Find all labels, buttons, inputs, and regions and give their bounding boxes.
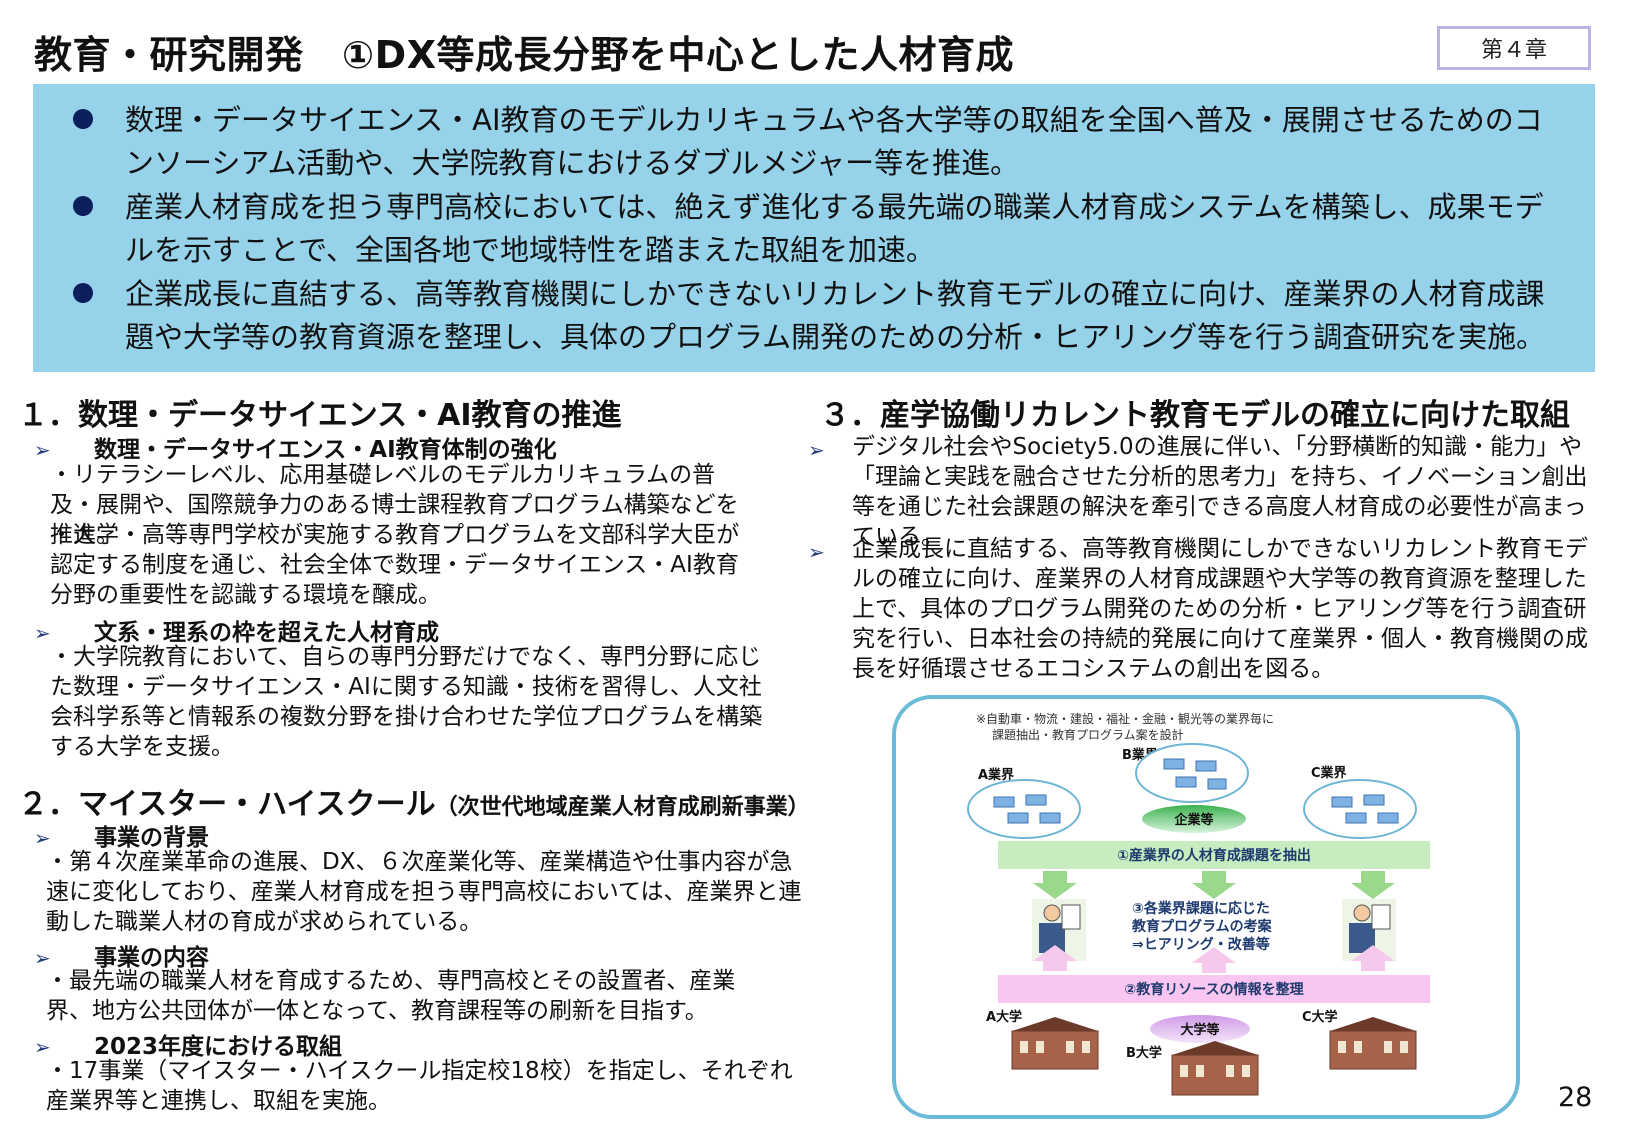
section3-para2: 企業成長に直結する、高等教育機関にしかできないリカレント教育モデルの確立に向け、… — [852, 536, 1588, 682]
section2-sub1: ➢ 事業の背景 — [34, 818, 209, 852]
industry-b-cloud — [1135, 743, 1249, 803]
section1-para1: ・リテラシーレベル、応用基礎レベルのモデルカリキュラムの普及・展開や、国際競争力… — [50, 462, 739, 548]
universities-ellipse — [1150, 1015, 1250, 1043]
bullet-icon — [73, 283, 93, 303]
diagram-svg: ※自動車・物流・建設・福祉・金融・観光等の業界毎に 課題抽出・教育プログラム案を… — [967, 711, 1430, 1096]
section1-sub1: ➢ 数理・データサイエンス・AI教育体制の強化 — [34, 430, 557, 464]
section1-para2: ・大学・高等専門学校が実施する教育プログラムを文部科学大臣が認定する制度を通じ、… — [50, 522, 740, 608]
sub-heading-text: 事業の背景 — [94, 825, 209, 851]
diagram-note-1: ※自動車・物流・建設・福祉・金融・観光等の業界毎に — [976, 711, 1274, 726]
section2-heading: ２．マイスター・ハイスクール（次世代地域産業人材育成刷新事業） — [18, 779, 810, 823]
arrow-bullet-icon: ➢ — [34, 438, 51, 462]
section2-para1: ・第４次産業革命の進展、DX、６次産業化等、産業構造や仕事内容が急速に変化してお… — [46, 849, 802, 935]
section3-para1: デジタル社会やSociety5.0の進展に伴い、「分野横断的知識・能力」や「理論… — [852, 434, 1588, 550]
band-organize-resources — [998, 975, 1430, 1003]
arrow-bullet-icon: ➢ — [34, 826, 51, 850]
univ-a-label: A大学 — [986, 1009, 1022, 1025]
section2-heading-note: （次世代地域産業人材育成刷新事業） — [435, 795, 810, 820]
diagram-note-2: 課題抽出・教育プログラム案を設計 — [992, 727, 1184, 742]
center-text-3: ⇒ヒアリング・改善等 — [1132, 936, 1270, 953]
sub-heading-text: 文系・理系の枠を超えた人材育成 — [94, 620, 439, 646]
summary-text: 数理・データサイエンス・AI教育のモデルカリキュラムや各大学等の取組を全国へ普及… — [125, 103, 1543, 180]
arrow-bullet-icon: ➢ — [34, 946, 51, 970]
companies-label: 企業等 — [1173, 812, 1213, 828]
universities-label: 大学等 — [1180, 1022, 1219, 1038]
university-c-icon — [1329, 1017, 1417, 1070]
center-text-1: ③各業界課題に応じた — [1132, 900, 1270, 917]
summary-text: 企業成長に直結する、高等教育機関にしかできないリカレント教育モデルの確立に向け、… — [125, 277, 1546, 354]
arrow-bullet-icon: ➢ — [34, 621, 51, 645]
bullet-icon — [73, 196, 93, 216]
section2-para3: ・17事業（マイスター・ハイスクール指定校18校）を指定し、それぞれ産業界等と連… — [46, 1058, 793, 1114]
down-arrow-icons — [1033, 871, 1395, 899]
section3-heading: ３．産学協働リカレント教育モデルの確立に向けた取組 — [820, 398, 1570, 433]
section2-heading-text: ２．マイスター・ハイスクール — [18, 787, 436, 822]
section2-sub2: ➢ 事業の内容 — [34, 938, 209, 972]
industry-c-label: C業界 — [1311, 765, 1347, 781]
arrow-bullet-icon: ➢ — [34, 1035, 51, 1059]
summary-box: 数理・データサイエンス・AI教育のモデルカリキュラムや各大学等の取組を全国へ普及… — [33, 84, 1595, 372]
page-number: 28 — [1558, 1082, 1593, 1113]
band1-label: ①産業界の人材育成課題を抽出 — [1117, 847, 1311, 864]
univ-c-label: C大学 — [1302, 1009, 1338, 1025]
section1-sub2: ➢ 文系・理系の枠を超えた人材育成 — [34, 613, 439, 647]
center-text-2: 教育プログラムの考案 — [1132, 918, 1273, 935]
university-a-icon — [1011, 1017, 1099, 1070]
page-title: 教育・研究開発 ①DX等成長分野を中心とした人材育成 — [34, 33, 1015, 77]
univ-b-label: B大学 — [1126, 1045, 1162, 1061]
industry-c-cloud — [1303, 779, 1417, 839]
sub-heading-text: 事業の内容 — [94, 945, 209, 971]
sub-heading-text: 数理・データサイエンス・AI教育体制の強化 — [94, 437, 557, 463]
chapter-badge: 第４章 — [1437, 26, 1591, 70]
section2-para2: ・最先端の職業人材を育成するため、専門高校とその設置者、産業界、地方公共団体が一… — [46, 968, 736, 1024]
arrow-bullet-icon: ➢ — [808, 540, 825, 564]
diagram-frame: ※自動車・物流・建設・福祉・金融・観光等の業界毎に 課題抽出・教育プログラム案を… — [892, 695, 1520, 1119]
section1-para3: ・大学院教育において、自らの専門分野だけでなく、専門分野に応じた数理・データサイ… — [50, 644, 763, 760]
university-b-icon — [1171, 1041, 1259, 1096]
band-extract-issues — [998, 841, 1430, 869]
section2-sub3: ➢ 2023年度における取組 — [34, 1027, 342, 1061]
bullet-icon — [73, 109, 93, 129]
section1-heading: １．数理・データサイエンス・AI教育の推進 — [18, 398, 622, 433]
industry-a-cloud — [967, 779, 1081, 839]
arrow-bullet-icon: ➢ — [808, 438, 825, 462]
company-building-icons — [993, 758, 1399, 824]
sub-heading-text: 2023年度における取組 — [94, 1034, 343, 1060]
companies-ellipse — [1142, 805, 1246, 833]
industry-a-label: A業界 — [978, 767, 1014, 783]
up-arrow-icons — [1033, 945, 1395, 973]
summary-text: 産業人材育成を担う専門高校においては、絶えず進化する最先端の職業人材育成システム… — [125, 190, 1544, 267]
band2-label: ②教育リソースの情報を整理 — [1124, 981, 1303, 998]
